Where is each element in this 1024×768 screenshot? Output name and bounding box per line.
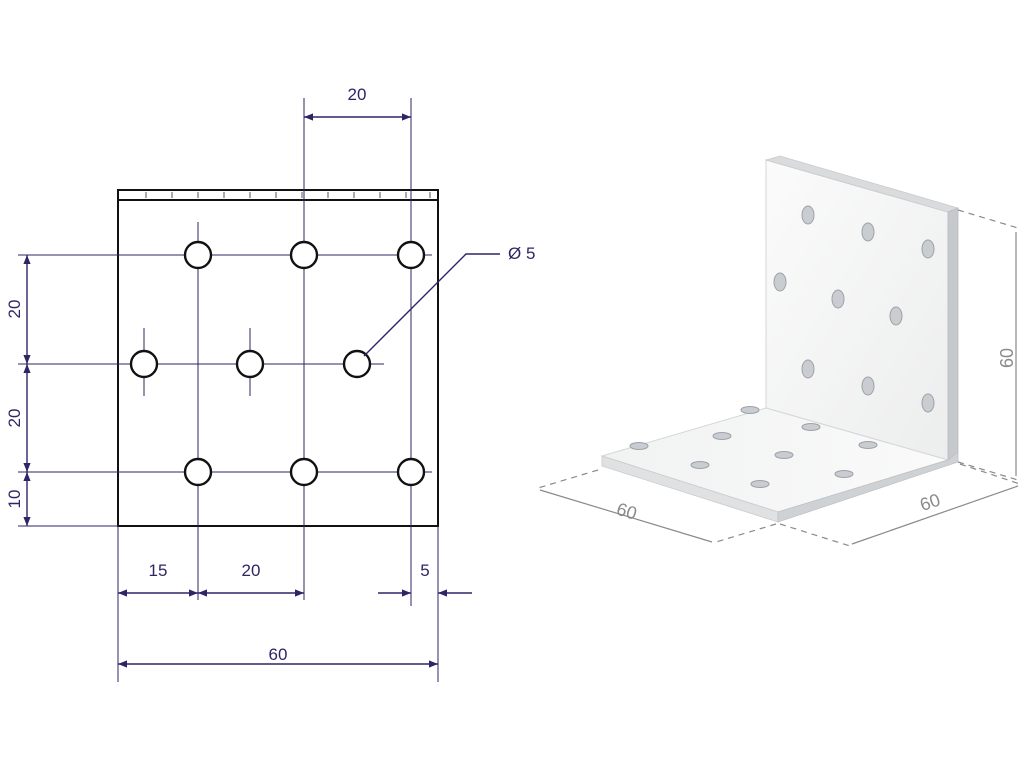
center-lines: [18, 98, 439, 682]
iso-hole: [629, 442, 649, 450]
iso-hole: [921, 393, 935, 413]
iso-hole: [740, 406, 760, 414]
dim-overall-width: 60: [118, 645, 438, 668]
dim-top-spacing-label: 20: [348, 85, 367, 104]
hole: [342, 349, 372, 379]
flange-edge: [117, 189, 439, 201]
iso-hole: [750, 480, 770, 488]
vertical-leg-holes: [773, 205, 935, 413]
hole-diameter-label: Ø 5: [508, 244, 535, 263]
hole: [396, 457, 426, 487]
dim-overall-width-label: 60: [269, 645, 288, 664]
hole: [183, 240, 213, 270]
iso-hole: [858, 441, 878, 449]
iso-hole: [831, 289, 845, 309]
plate-outline: [117, 189, 439, 527]
iso-hole: [834, 470, 854, 478]
hole-pattern: [129, 240, 426, 487]
hole: [289, 240, 319, 270]
iso-hole: [861, 222, 875, 242]
vertical-leg-side-edge: [947, 207, 959, 461]
dim-vertical-chain: 20 20 10: [5, 255, 31, 526]
dim-horizontal-chain: 15 20 5: [118, 561, 472, 597]
flange-ticks: [145, 192, 431, 198]
dim-h-right-label: 5: [420, 561, 429, 580]
hole: [289, 457, 319, 487]
iso-hole: [712, 432, 732, 440]
hole: [235, 349, 265, 379]
iso-hole: [889, 306, 903, 326]
iso-hole: [861, 376, 875, 396]
hole: [129, 349, 159, 379]
dim-v-upper-label: 20: [5, 300, 24, 319]
iso-dim-height: 60: [957, 209, 1019, 481]
iso-hole: [921, 239, 935, 259]
dim-h-middle-label: 20: [242, 561, 261, 580]
iso-hole: [774, 451, 794, 459]
iso-height-label: 60: [997, 348, 1017, 368]
hole: [396, 240, 426, 270]
front-view: 20 Ø 5 20 20 10 15 20 5 6: [5, 85, 535, 682]
iso-hole: [801, 359, 815, 379]
iso-width-label: 60: [917, 490, 942, 515]
isometric-view: 60 60 60: [537, 155, 1021, 547]
dim-v-lower-label: 10: [5, 490, 24, 509]
hole: [183, 457, 213, 487]
dim-h-left-label: 15: [149, 561, 168, 580]
dim-hole-diameter: Ø 5: [363, 244, 535, 357]
dim-top-spacing: 20: [304, 85, 411, 121]
horizontal-leg-side-edge: [777, 451, 959, 523]
iso-hole: [690, 461, 710, 469]
iso-depth-label: 60: [614, 499, 639, 524]
vertical-leg-face: [765, 159, 949, 461]
iso-hole: [801, 205, 815, 225]
dim-v-middle-label: 20: [5, 409, 24, 428]
iso-hole: [773, 272, 787, 292]
horizontal-leg-holes: [629, 406, 878, 488]
iso-hole: [801, 423, 821, 431]
